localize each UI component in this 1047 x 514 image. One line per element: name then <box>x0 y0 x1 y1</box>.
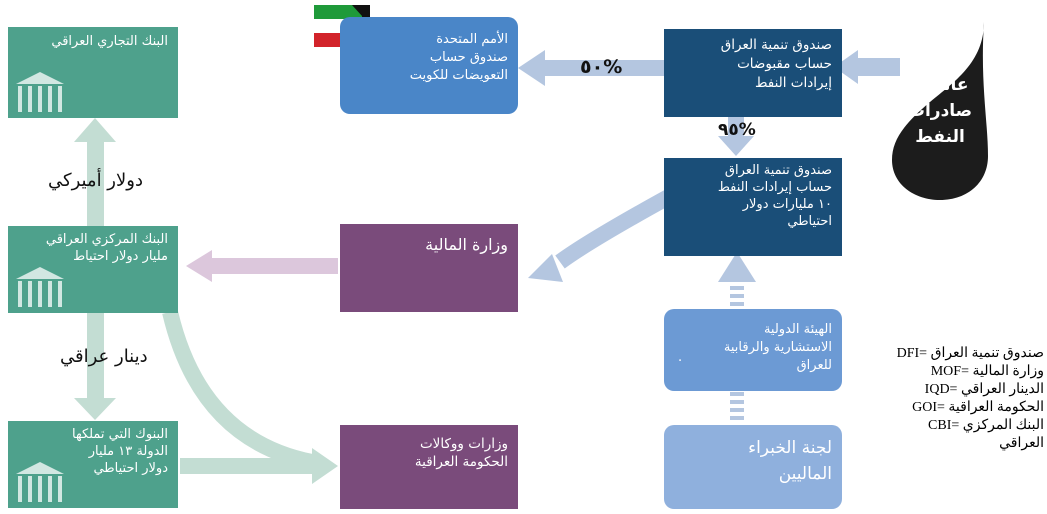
bank-icon <box>16 267 64 307</box>
arrow-revenue-to-mof-head <box>528 254 563 282</box>
bank-icon <box>16 462 64 502</box>
arrow-dfi-to-revenue <box>718 116 754 156</box>
oil-revenue-label: عائدات صادرات النفط <box>907 75 973 147</box>
ministries-box: وزارات ووكالات الحكومة العراقية <box>340 425 518 509</box>
arrow-oil-to-dfi <box>834 50 900 84</box>
iamb-dot: . <box>678 350 683 365</box>
mof-box: وزارة المالية <box>340 224 518 312</box>
legend-dfi: DFI= صندوق تنمية العراق <box>896 346 1044 361</box>
iqd-label: دينار عراقي <box>60 346 148 367</box>
legend-goi: GOI= الحكومة العراقية <box>912 400 1044 415</box>
oil-drop-icon <box>892 22 988 200</box>
pct-95-label: %٩٥ <box>718 120 756 140</box>
legend-cbi: CBI= البنك المركزي <box>928 418 1044 433</box>
arrow-state-to-ministries <box>180 448 338 484</box>
cofe-box: لجنة الخبراء الماليين <box>664 425 842 509</box>
bank-icon <box>16 72 64 112</box>
pct-50-label: %٥٠ <box>580 56 623 78</box>
arrow-cbi-to-ministries <box>162 310 314 470</box>
arrow-cbi-to-state <box>74 312 116 420</box>
legend-cbi-cont: العراقي <box>999 436 1044 451</box>
un-compensation-box: الأمم المتحدة صندوق حساب التعويضات للكوي… <box>340 17 518 114</box>
abbreviation-legend: DFI= صندوق تنمية العراق MOF= وزارة المال… <box>862 345 1044 453</box>
cbi-box: البنك المركزي العراقي مليار دولار احتياط <box>8 226 178 313</box>
iamb-box: الهيئة الدولية الاستشارية والرقابية للعر… <box>664 309 842 391</box>
dfi-revenue-box: صندوق تنمية العراق حساب إيرادات النفط ١٠… <box>664 158 842 256</box>
arrow-mof-to-cbi <box>186 250 338 282</box>
legend-mof: MOF= وزارة المالية <box>930 364 1044 379</box>
usd-label: دولار أميركي <box>48 170 143 191</box>
arrow-iamb-dashed <box>718 252 756 306</box>
arrow-dfi-to-un <box>518 50 665 86</box>
state-banks-box: البنوك التي تملكها الدولة ١٣ مليار دولار… <box>8 421 178 508</box>
arrow-cbi-to-tbi <box>74 118 116 226</box>
arrow-cofe-dashed <box>730 392 744 420</box>
arrow-revenue-to-mof <box>555 187 676 269</box>
tbi-box: البنك التجاري العراقي <box>8 27 178 118</box>
dfi-receipts-box: صندوق تنمية العراق حساب مقبوضات إيرادات … <box>664 29 842 117</box>
legend-iqd: IQD= الدينار العراقي <box>924 382 1044 397</box>
